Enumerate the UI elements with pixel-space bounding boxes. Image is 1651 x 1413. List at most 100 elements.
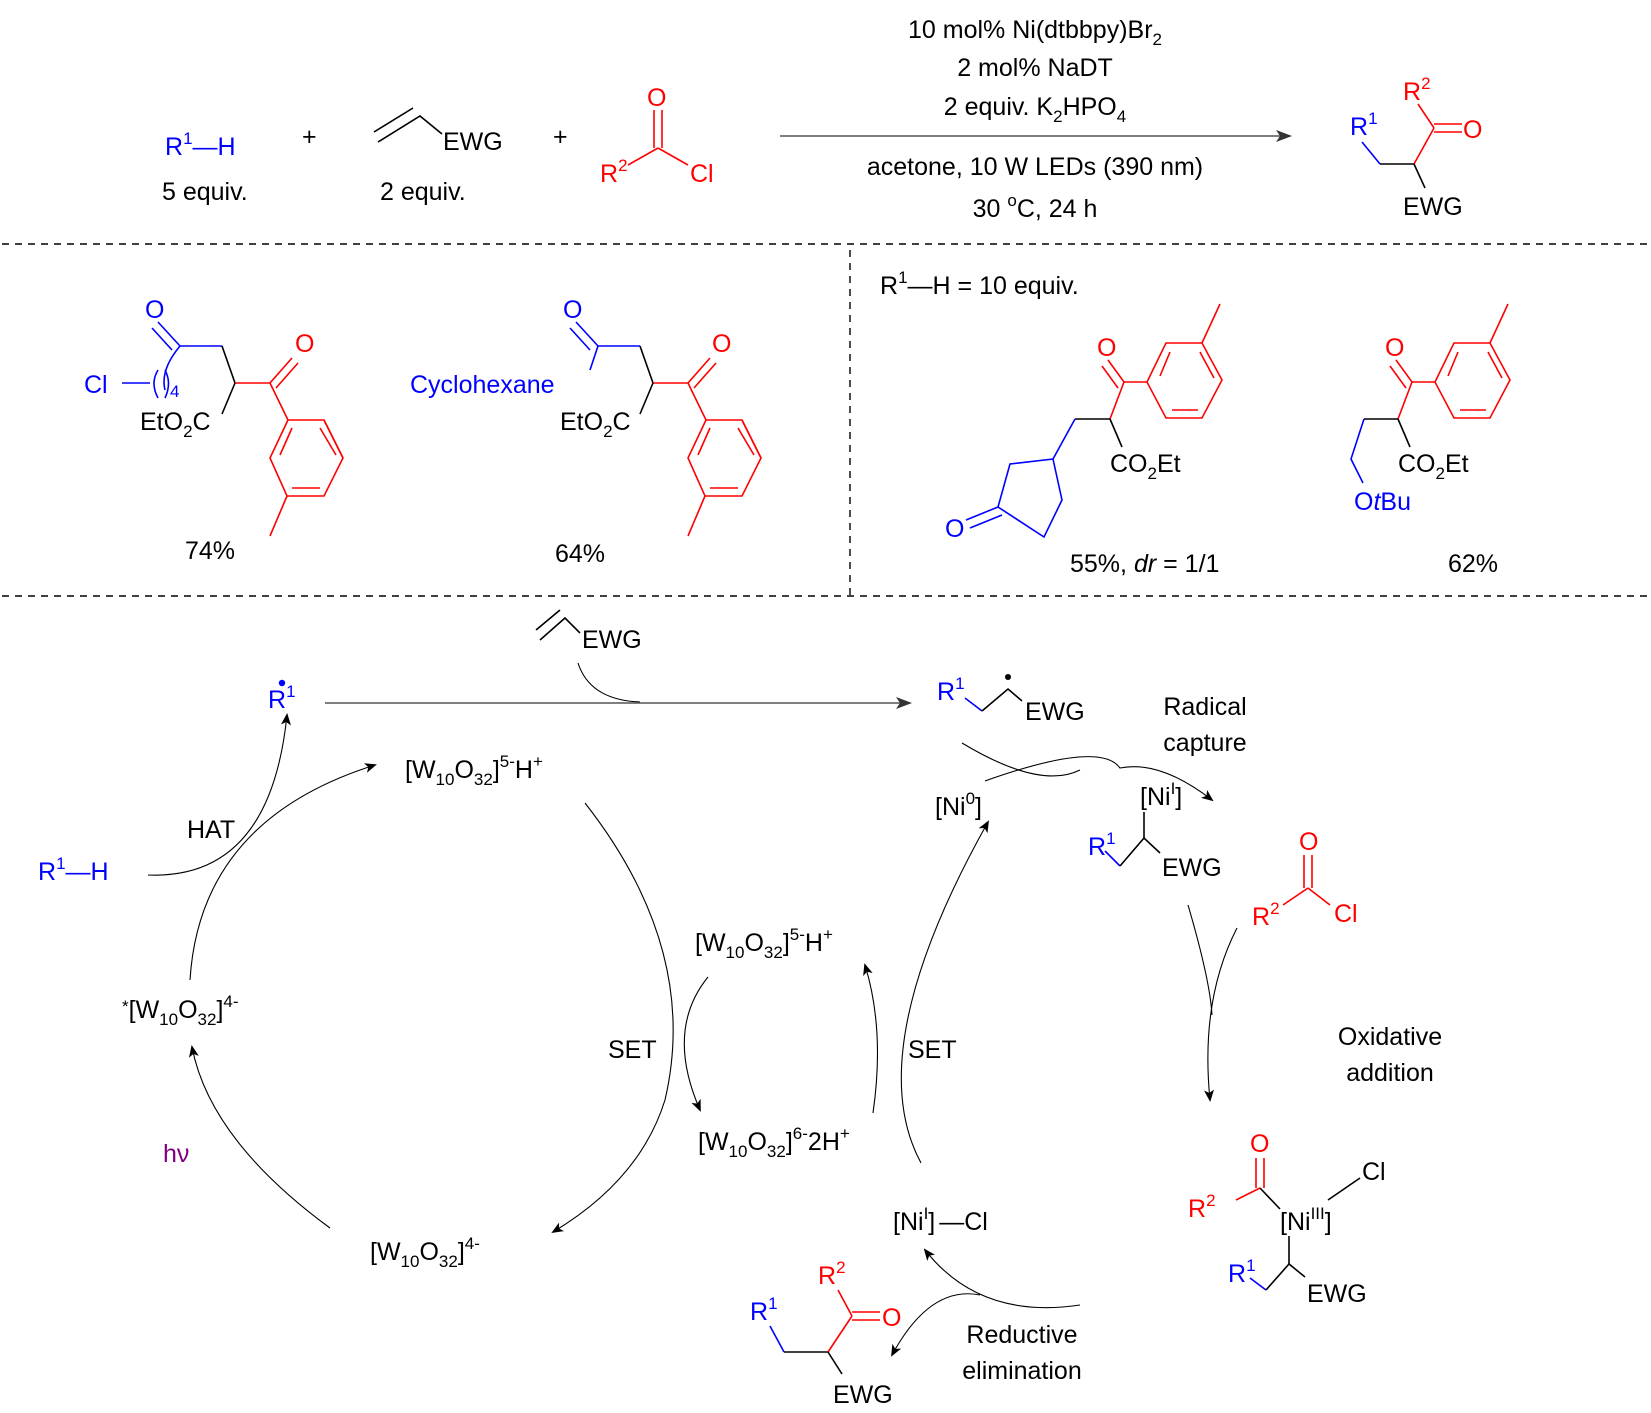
ni3-label: [NiIII]: [1280, 1204, 1332, 1236]
svg-text:EtO2C: EtO2C: [140, 408, 211, 441]
svg-text:10 mol% Ni(dtbbpy)Br2: 10 mol% Ni(dtbbpy)Br2: [908, 16, 1162, 49]
acyl-cl: Cl: [690, 160, 714, 188]
svg-text:R1: R1: [1088, 829, 1116, 861]
alkene-ewg: EWG: [443, 128, 503, 156]
svg-text:R2: R2: [1252, 899, 1280, 931]
reactant-acyl-chloride: O R2 Cl: [600, 84, 714, 188]
w-5h-mid: [W10O32]5-H+: [695, 925, 833, 962]
alkene-bond: [377, 115, 443, 143]
alkene-equiv: 2 equiv.: [380, 178, 466, 206]
svg-text:O: O: [1097, 334, 1116, 362]
ni1-cl-species: [NiI]—Cl: [893, 1204, 988, 1236]
svg-text:R2: R2: [1403, 74, 1431, 106]
svg-text:EWG: EWG: [1403, 193, 1463, 221]
svg-text:30 oC, 24 h: 30 oC, 24 h: [973, 191, 1098, 223]
hv-label: hν: [163, 1140, 189, 1168]
w-5h-top: [W10O32]5-H+: [405, 752, 543, 789]
svg-text:R2: R2: [600, 156, 628, 188]
radical-r1: R1: [268, 682, 296, 714]
svg-text:R1: R1: [937, 674, 965, 706]
svg-text:Cl: Cl: [1334, 900, 1358, 928]
svg-text:O: O: [1250, 1130, 1269, 1158]
w-5h-to-ground-arrow: [551, 802, 674, 1234]
example-1: O Cl 4 EtO2C O 74%: [84, 296, 344, 565]
acyl-o: O: [647, 84, 666, 112]
svg-text:74%: 74%: [185, 537, 235, 565]
example-3: O CO2Et O 55%, dr = 1/1: [945, 303, 1223, 578]
svg-text:EWG: EWG: [1025, 698, 1085, 726]
svg-text:CO2Et: CO2Et: [1110, 450, 1181, 483]
svg-text:4: 4: [170, 382, 179, 401]
general-reaction: R1—H 5 equiv. + EWG 2 equiv. + O R2 Cl 1…: [162, 16, 1482, 223]
svg-text:55%, dr = 1/1: 55%, dr = 1/1: [1070, 550, 1219, 578]
svg-text:R1—H: R1—H: [165, 129, 236, 161]
ni1cl-to-ni0-arrow: [900, 820, 989, 1164]
svg-text:Cl: Cl: [1362, 1158, 1386, 1186]
svg-text:O: O: [1299, 828, 1318, 856]
svg-text:CO2Et: CO2Et: [1398, 450, 1469, 483]
hat-cycle-arrow: [189, 763, 377, 981]
svg-text:OtBu: OtBu: [1354, 488, 1411, 516]
acyl-r2: R: [600, 160, 618, 188]
plus-sign-2: +: [553, 123, 568, 151]
svg-text:R1: R1: [1228, 1256, 1256, 1288]
svg-text:62%: 62%: [1448, 550, 1498, 578]
mech-alkene: [539, 616, 581, 641]
svg-text:O: O: [882, 1304, 901, 1332]
ni0-species: [Ni0]: [935, 789, 982, 821]
svg-text:O: O: [563, 296, 582, 324]
to-ni1cl-arrow: [923, 1248, 1081, 1309]
svg-text:O: O: [945, 515, 964, 543]
svg-text:O: O: [712, 330, 731, 358]
svg-text:R2: R2: [818, 1258, 846, 1290]
svg-text:O: O: [1385, 334, 1404, 362]
svg-text:2 mol% NaDT: 2 mol% NaDT: [957, 54, 1113, 82]
svg-text:O: O: [295, 330, 314, 358]
svg-text:2 equiv. K2HPO4: 2 equiv. K2HPO4: [944, 93, 1126, 126]
svg-text:EWG: EWG: [1162, 854, 1222, 882]
ni1-alkyl-ni: [NiI]: [1140, 779, 1182, 811]
alkene-double-bond: [373, 107, 414, 133]
radical-dot: [278, 679, 286, 687]
set-left-arrow: [683, 976, 709, 1112]
svg-text:Cl: Cl: [84, 371, 108, 399]
svg-text:O: O: [145, 296, 164, 324]
svg-text:R1: R1: [750, 1294, 778, 1326]
svg-text:O: O: [1463, 116, 1482, 144]
example-4: O OtBu CO2Et 62%: [1350, 303, 1511, 578]
r1-label: R: [165, 133, 183, 161]
svg-text:R1: R1: [1350, 109, 1378, 141]
reactant-r1h: R1—H 5 equiv.: [162, 129, 248, 206]
alkene-join-arrow: [577, 662, 641, 703]
r1h-equiv: 5 equiv.: [162, 178, 248, 206]
hat-r1h-arrow: [147, 713, 291, 876]
reactant-alkene: EWG 2 equiv.: [373, 107, 503, 206]
svg-text:EtO2C: EtO2C: [560, 408, 631, 441]
w-6-2h: [W10O32]6-2H+: [698, 1124, 850, 1161]
mech-alkene-ewg: EWG: [582, 626, 642, 654]
svg-text:acetone, 10 W LEDs (390 nm): acetone, 10 W LEDs (390 nm): [867, 153, 1203, 181]
reductive-elimination-arrow: [891, 1293, 981, 1357]
set-left-label: SET: [608, 1036, 657, 1064]
radical-capture-arrow: [984, 756, 1214, 802]
hat-label: HAT: [187, 816, 235, 844]
svg-text:EWG: EWG: [1307, 1280, 1367, 1308]
w-ground: [W10O32]4-: [370, 1234, 480, 1271]
r1-tail: —H: [193, 133, 236, 161]
svg-text:R2: R2: [1188, 1191, 1216, 1223]
svg-text:EWG: EWG: [833, 1381, 893, 1409]
hv-excitation-arrow: [188, 1045, 331, 1229]
conditions-above: 10 mol% Ni(dtbbpy)Br2 2 mol% NaDT 2 equi…: [908, 16, 1162, 126]
mechanism-product: R1 R2 O EWG: [750, 1258, 901, 1409]
svg-text:64%: 64%: [555, 540, 605, 568]
w-excited: *[W10O32]4-: [122, 992, 239, 1029]
set-right-arrow: [863, 963, 879, 1114]
adduct-radical-dot: [1005, 674, 1011, 680]
r1h-10-equiv-note: R1—H = 10 equiv.: [880, 268, 1079, 300]
plus-sign-1: +: [302, 123, 317, 151]
set-right-label: SET: [908, 1036, 957, 1064]
